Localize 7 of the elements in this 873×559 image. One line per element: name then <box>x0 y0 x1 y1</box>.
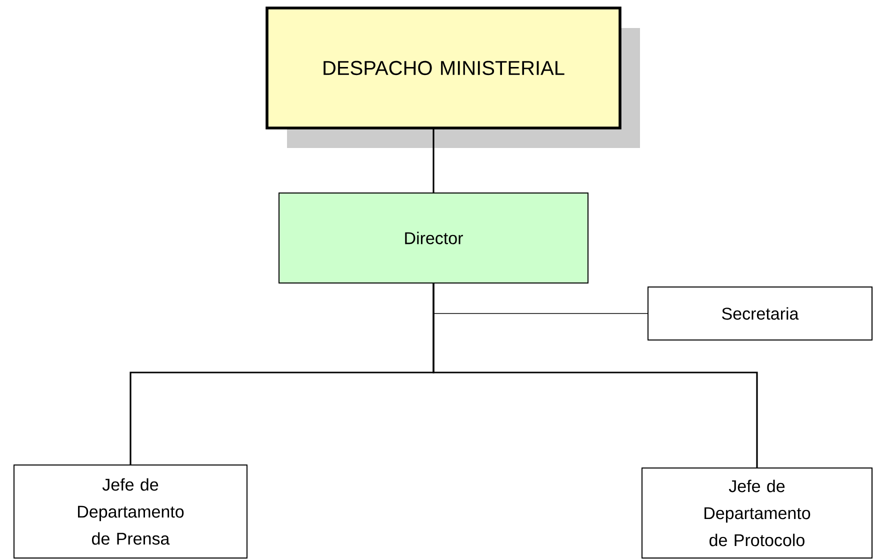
position-box: Secretaria <box>648 286 872 340</box>
position-box: Director <box>278 192 588 284</box>
connector-line <box>432 284 758 468</box>
position-box: Jefe de Departamento de Protocolo <box>642 467 872 558</box>
position-box: Jefe de Departamento de Prensa <box>14 464 248 558</box>
connector-line <box>432 128 434 192</box>
office-box: DESPACHO MINISTERIAL <box>266 6 640 148</box>
